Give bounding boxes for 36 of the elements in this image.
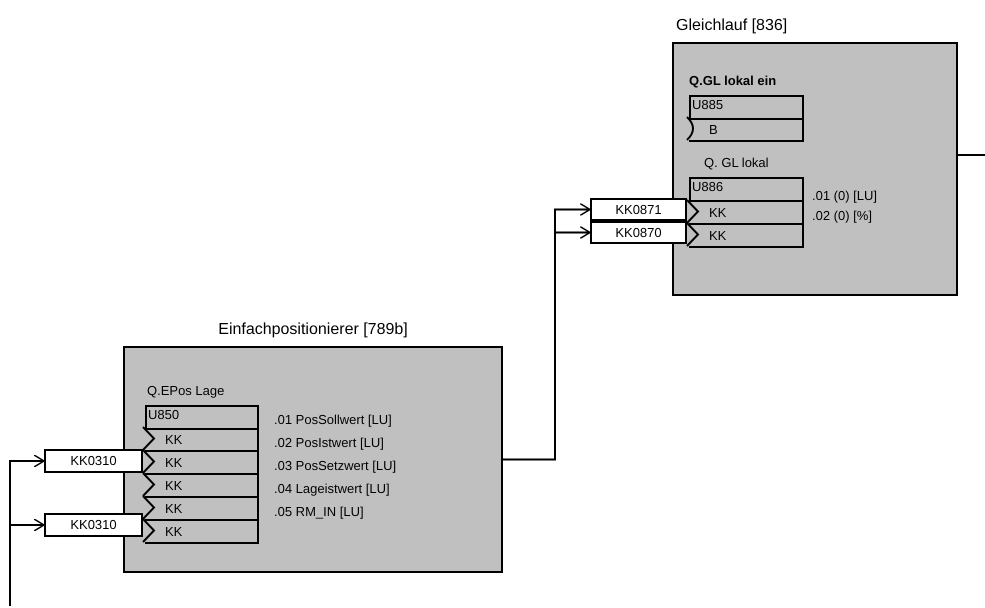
binector-input-row — [689, 119, 804, 142]
signal-type: KK — [165, 501, 182, 517]
signal-source-box — [590, 221, 687, 244]
signal-type: KK — [709, 205, 726, 221]
signal-name: KK0310 — [69, 453, 118, 469]
connector-input-row — [145, 498, 259, 521]
parameter-number: U886 — [689, 177, 804, 202]
signal-type: B — [709, 122, 718, 138]
block-title: Gleichlauf [836] — [676, 18, 788, 34]
signal-type: KK — [709, 228, 726, 244]
output-label: .01 PosSollwert [LU] — [274, 412, 392, 428]
signal-name: KK0871 — [614, 202, 663, 218]
connector-input-row — [145, 475, 259, 498]
connector-arrow — [9, 518, 45, 607]
parameter-number: U850 — [145, 405, 259, 430]
block-title: Einfachpositionierer [789b] — [217, 322, 409, 338]
parameter-title: Q.EPos Lage — [147, 383, 224, 399]
signal-type: KK — [165, 524, 182, 540]
signal-type: KK — [165, 432, 182, 448]
signal-type: KK — [165, 478, 182, 494]
signal-source-box — [44, 513, 143, 537]
connector-input-row — [145, 429, 259, 452]
parameter-title: Q.GL lokal ein — [689, 73, 776, 89]
parameter-title: Q. GL lokal — [704, 155, 769, 171]
signal-name: KK0310 — [69, 517, 118, 533]
signal-source-box — [590, 198, 687, 221]
output-label: .04 Lageistwert [LU] — [274, 481, 390, 497]
signal-type: KK — [165, 455, 182, 471]
output-label: .01 (0) [LU] — [812, 188, 878, 204]
output-label: .02 (0) [%] — [812, 208, 872, 224]
signal-name: KK0870 — [614, 225, 663, 241]
parameter-number: U885 — [689, 95, 804, 120]
signal-source-box — [44, 449, 143, 473]
output-label: .02 PosIstwert [LU] — [274, 435, 384, 451]
output-label: .05 RM_IN [LU] — [274, 504, 364, 520]
output-label: .03 PosSetzwert [LU] — [274, 458, 396, 474]
